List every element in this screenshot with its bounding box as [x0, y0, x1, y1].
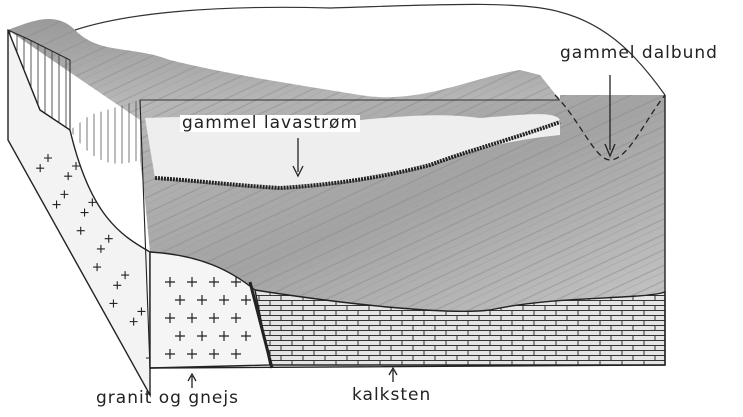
label-granite-gneiss: granit og gnejs: [96, 390, 239, 407]
arrow-limestone: [389, 368, 397, 382]
label-limestone: kalksten: [352, 387, 431, 404]
label-old-lava-flow: gammel lavastrøm: [180, 115, 360, 132]
arrow-granite: [188, 374, 196, 388]
label-old-valley-floor: gammel dalbund: [560, 45, 718, 62]
